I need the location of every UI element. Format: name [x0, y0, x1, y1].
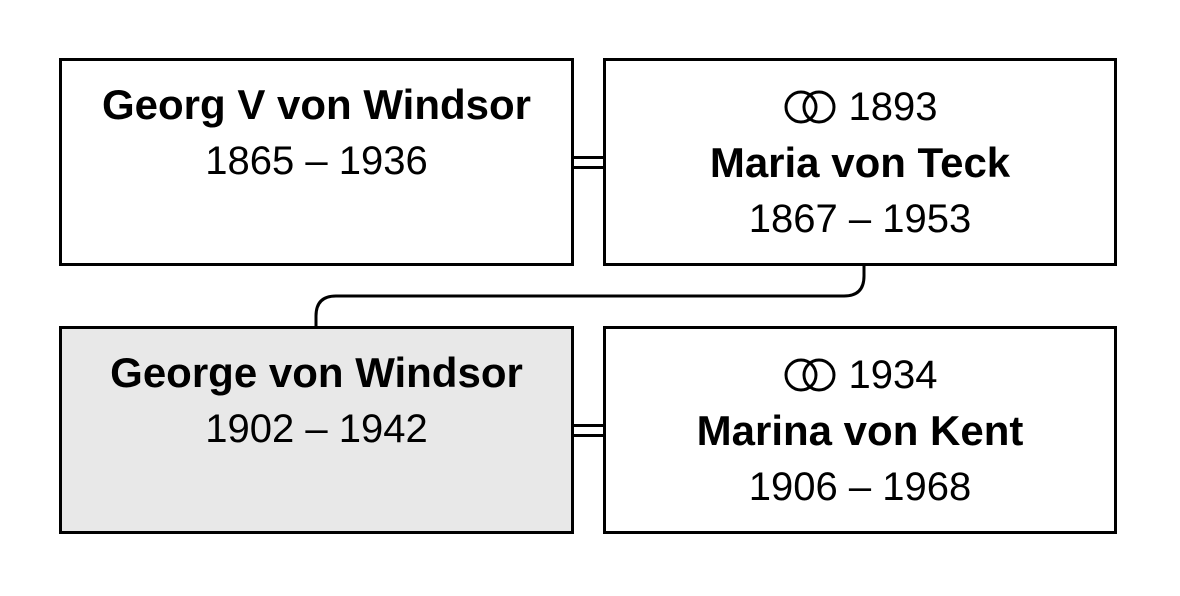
wedding-rings-icon [784, 90, 835, 124]
person-name: George von Windsor [110, 349, 523, 396]
person-dates: 1867 – 1953 [748, 197, 972, 241]
person-name: Georg V von Windsor [102, 81, 531, 128]
wedding-rings-icon [784, 358, 835, 392]
marriage-connector-line [574, 156, 603, 159]
marriage-connector-line [574, 434, 603, 437]
person-name: Marina von Kent [696, 407, 1024, 454]
person-box-george[interactable]: George von Windsor 1902 – 1942 [59, 326, 574, 534]
person-box-marina[interactable]: 1934 Marina von Kent 1906 – 1968 [603, 326, 1117, 534]
marriage-year: 1893 [848, 85, 938, 129]
person-dates: 1865 – 1936 [205, 139, 428, 183]
marriage-year: 1934 [848, 353, 938, 397]
marriage-connector-line [574, 166, 603, 169]
marriage-info: 1934 [606, 347, 1114, 403]
person-dates: 1906 – 1968 [748, 465, 972, 509]
person-box-maria[interactable]: 1893 Maria von Teck 1867 – 1953 [603, 58, 1117, 266]
marriage-info: 1893 [606, 79, 1114, 135]
person-dates: 1902 – 1942 [205, 407, 428, 451]
marriage-connector-line [574, 424, 603, 427]
person-name: Maria von Teck [709, 139, 1011, 186]
person-box-georg-v[interactable]: Georg V von Windsor 1865 – 1936 [59, 58, 574, 266]
